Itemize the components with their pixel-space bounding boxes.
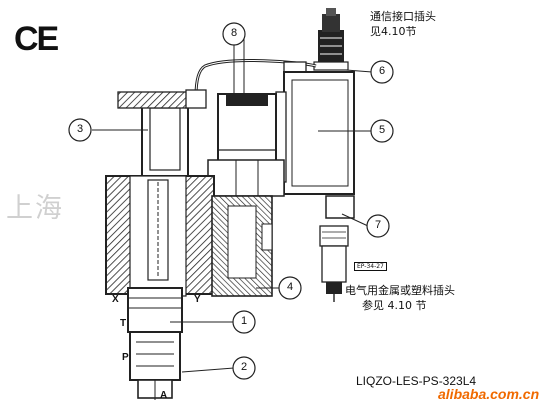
plug-connector xyxy=(319,195,355,302)
callout-6: 6 xyxy=(379,65,386,77)
brand-watermark: alibaba.com.cn xyxy=(438,386,540,402)
callout-4: 4 xyxy=(287,281,294,293)
pilot-valve xyxy=(117,89,207,179)
cartridge xyxy=(127,287,183,400)
plug-note-line2: 参见 4.10 节 xyxy=(362,299,427,312)
callout-1: 1 xyxy=(241,315,248,327)
callout-2: 2 xyxy=(241,361,248,373)
callout-5: 5 xyxy=(379,124,386,136)
callout-3: 3 xyxy=(77,123,84,135)
connector-note-line1: 通信接口插头 xyxy=(370,10,436,23)
electronics-housing xyxy=(275,71,355,195)
port-t-label: T xyxy=(120,318,127,329)
watermark: 上海 xyxy=(6,193,64,224)
port-a-label: A xyxy=(160,390,168,401)
callout-7: 7 xyxy=(375,219,382,231)
top-connector xyxy=(313,8,349,71)
port-p-label: P xyxy=(122,352,129,363)
solenoid-coil xyxy=(207,36,285,197)
callout-8: 8 xyxy=(231,27,238,39)
plug-note-line1: 电气用金属或塑料插头 xyxy=(345,284,455,297)
main-valve-body xyxy=(105,175,273,297)
port-x-label: X xyxy=(112,294,119,305)
model-number: LIQZO-LES-PS-323L4 xyxy=(356,374,477,388)
connector-tag: EP-34-27 xyxy=(354,262,387,271)
callout-circles xyxy=(68,22,394,380)
connector-note-line2: 见4.10节 xyxy=(370,25,417,38)
callout-leaders xyxy=(92,36,373,373)
ce-logo: CE xyxy=(14,20,59,58)
port-y-label: Y xyxy=(194,294,201,305)
